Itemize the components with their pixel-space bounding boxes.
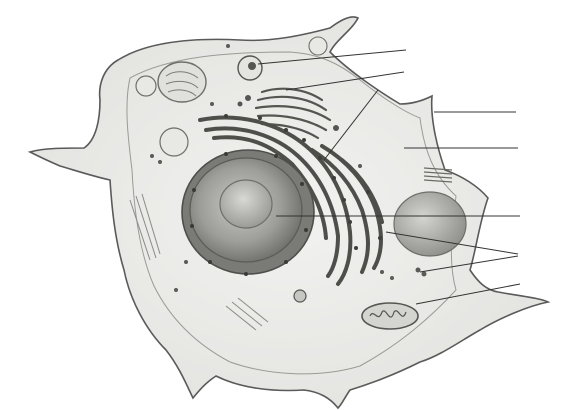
vesicle-small bbox=[136, 76, 156, 96]
golgi-vesicle bbox=[238, 102, 243, 107]
nucleolus bbox=[220, 180, 272, 228]
golgi-vesicle bbox=[245, 95, 251, 101]
golgi-vesicle bbox=[333, 125, 339, 131]
vesicle-top-core bbox=[248, 62, 256, 70]
vesicle-left bbox=[160, 128, 188, 156]
vesicle bbox=[158, 62, 206, 102]
vacuole bbox=[394, 192, 466, 256]
vesicle-right bbox=[309, 37, 327, 55]
lysosome bbox=[294, 290, 306, 302]
